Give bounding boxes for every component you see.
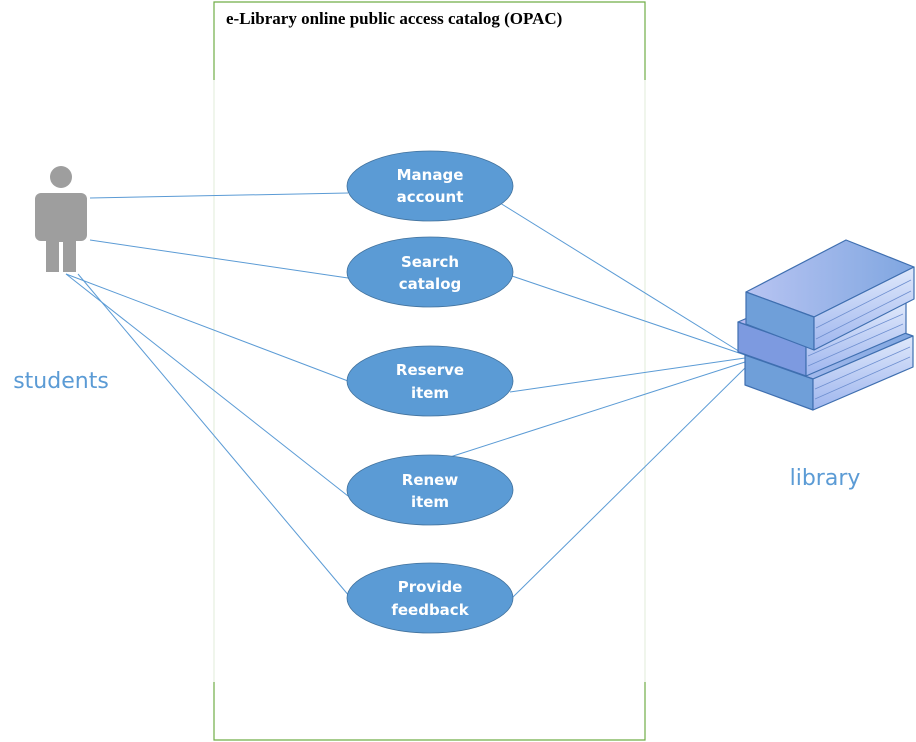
use-case-reserve-item[interactable]: Reserve item — [346, 345, 514, 417]
actor-label: library — [790, 466, 861, 491]
association-line — [89, 192, 349, 199]
actor-students[interactable]: students — [13, 166, 109, 394]
use-case-label: Provide — [398, 578, 463, 596]
book-stack-icon — [737, 239, 915, 411]
association-line — [77, 273, 351, 598]
actor-library[interactable]: library — [737, 239, 915, 491]
use-case-label: catalog — [399, 275, 462, 293]
association-line — [65, 273, 349, 497]
diagram-title: e-Library online public access catalog (… — [226, 9, 562, 28]
use-case-label: Search — [401, 253, 459, 271]
use-case-label: Reserve — [396, 361, 464, 379]
actor-label: students — [13, 369, 109, 394]
use-case-search-catalog[interactable]: Search catalog — [346, 236, 514, 308]
use-case-label: account — [397, 188, 464, 206]
association-line — [449, 361, 746, 458]
use-case-provide-feedback[interactable]: Provide feedback — [346, 562, 514, 634]
student-associations — [65, 192, 351, 598]
use-case-label: Renew — [402, 471, 459, 489]
association-line — [509, 357, 746, 393]
use-case-label: feedback — [391, 601, 469, 619]
use-case-renew-item[interactable]: Renew item — [346, 454, 514, 526]
person-icon — [35, 166, 87, 272]
use-case-label: Manage — [397, 166, 464, 184]
association-line — [499, 202, 746, 356]
association-line — [65, 273, 349, 382]
use-case-manage-account[interactable]: Manage account — [346, 150, 514, 222]
association-line — [511, 367, 746, 599]
system-boundary — [213, 1, 646, 741]
use-case-label: item — [411, 493, 449, 511]
use-case-label: item — [411, 384, 449, 402]
association-line — [511, 275, 746, 356]
association-line — [89, 239, 349, 279]
library-associations — [449, 202, 746, 599]
